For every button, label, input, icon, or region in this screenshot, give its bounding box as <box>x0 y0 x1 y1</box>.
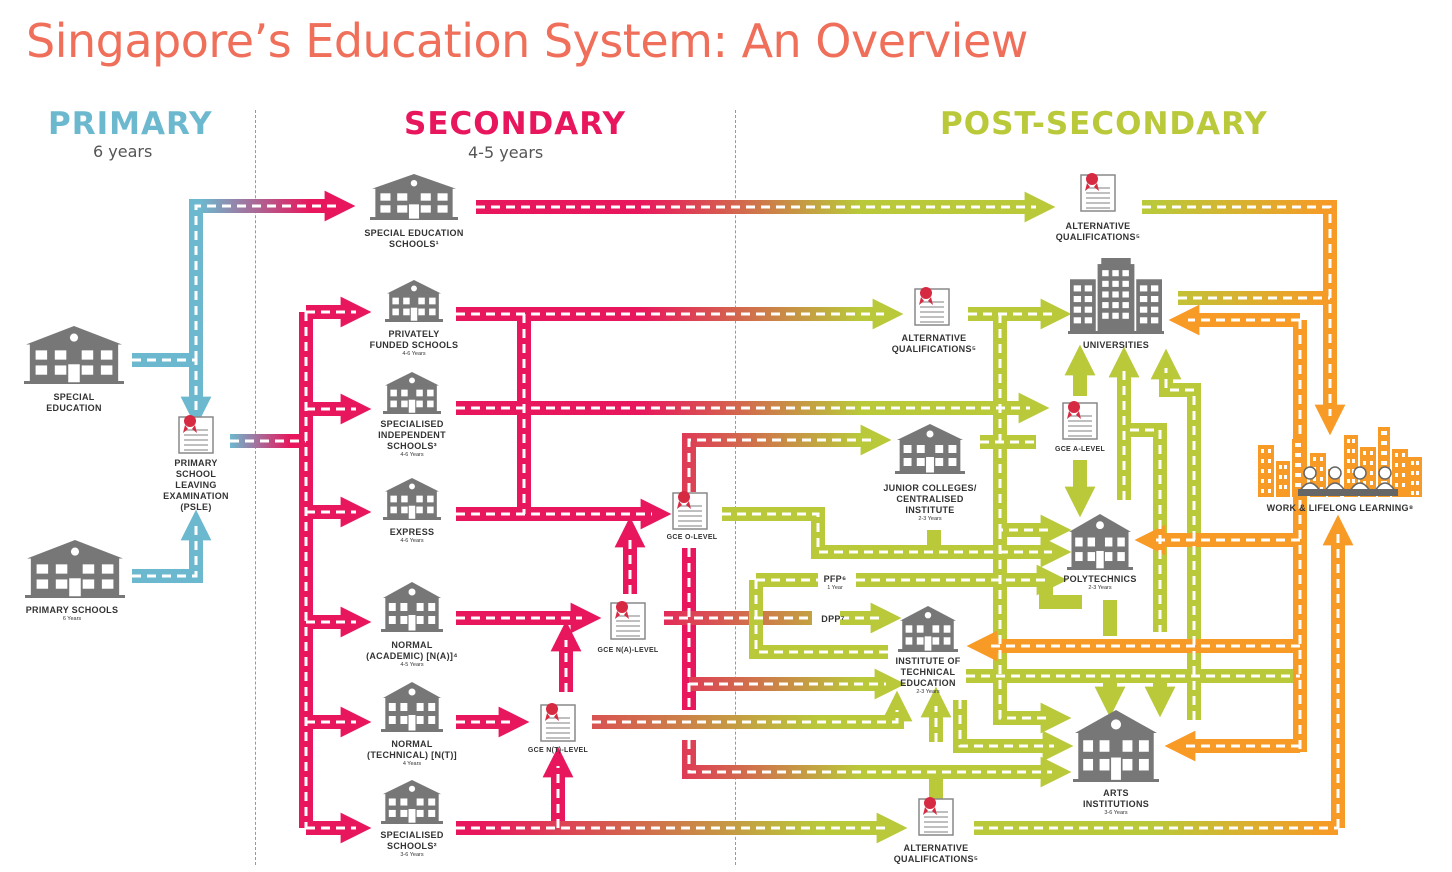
primary-secondary-divider <box>255 110 256 865</box>
road-primary-to-psle <box>132 509 212 583</box>
special-education-building-icon <box>24 326 124 384</box>
normal-academic-building-icon <box>381 582 443 632</box>
alt-qual-top-certificate-icon <box>1080 173 1116 212</box>
node-dpp: DPP⁷ <box>821 614 845 624</box>
universities-building-icon <box>1068 258 1164 334</box>
node-universities: UNIVERSITIES <box>1082 340 1150 350</box>
node-gce-o-level: GCE O-LEVEL <box>666 534 718 541</box>
road-center-dashes <box>132 204 1340 830</box>
node-gce-nt-level: GCE N(T)-LEVEL <box>527 747 589 754</box>
gce-o-level-certificate-icon <box>672 491 708 530</box>
normal-technical-building-icon <box>381 682 443 732</box>
work-city-people-icon <box>1258 427 1422 497</box>
node-normal-technical: NORMAL(TECHNICAL) [N(T)]4 Years <box>367 739 457 767</box>
psle-certificate-icon <box>178 415 214 454</box>
privately-funded-building-icon <box>385 280 443 322</box>
primary-school-building-icon <box>25 540 125 598</box>
secondary-section-title: SECONDARY <box>404 106 626 142</box>
alt-qual-mid-certificate-icon <box>914 287 950 326</box>
road-special-ed-to-psle <box>132 353 212 428</box>
post-secondary-section-title: POST-SECONDARY <box>940 106 1268 142</box>
special-ed-schools-building-icon <box>370 174 458 220</box>
page-title: Singapore’s Education System: An Overvie… <box>26 14 1028 68</box>
specialised-independent-building-icon <box>383 372 441 414</box>
primary-section-title: PRIMARY <box>48 106 213 142</box>
gce-a-level-certificate-icon <box>1062 401 1098 440</box>
polytechnics-building-icon <box>1067 514 1133 570</box>
junior-colleges-building-icon <box>895 424 965 474</box>
specialised-schools-building-icon <box>381 780 443 824</box>
ite-building-icon <box>898 606 958 652</box>
gce-nt-level-certificate-icon <box>540 703 576 742</box>
road-to-special-ed-schools <box>189 190 356 360</box>
express-building-icon <box>383 478 441 520</box>
primary-duration: 6 years <box>93 142 153 161</box>
secondary-post-divider <box>735 110 736 865</box>
node-work-lifelong-learning: WORK & LIFELONG LEARNING⁸ <box>1266 503 1414 513</box>
node-gce-a-level: GCE A-LEVEL <box>1054 446 1106 453</box>
node-gce-na-level: GCE N(A)-LEVEL <box>597 647 659 654</box>
secondary-duration: 4-5 years <box>468 143 544 162</box>
arts-institutions-building-icon <box>1073 710 1159 782</box>
alt-qual-bottom-certificate-icon <box>918 797 954 836</box>
gce-na-level-certificate-icon <box>610 601 646 640</box>
